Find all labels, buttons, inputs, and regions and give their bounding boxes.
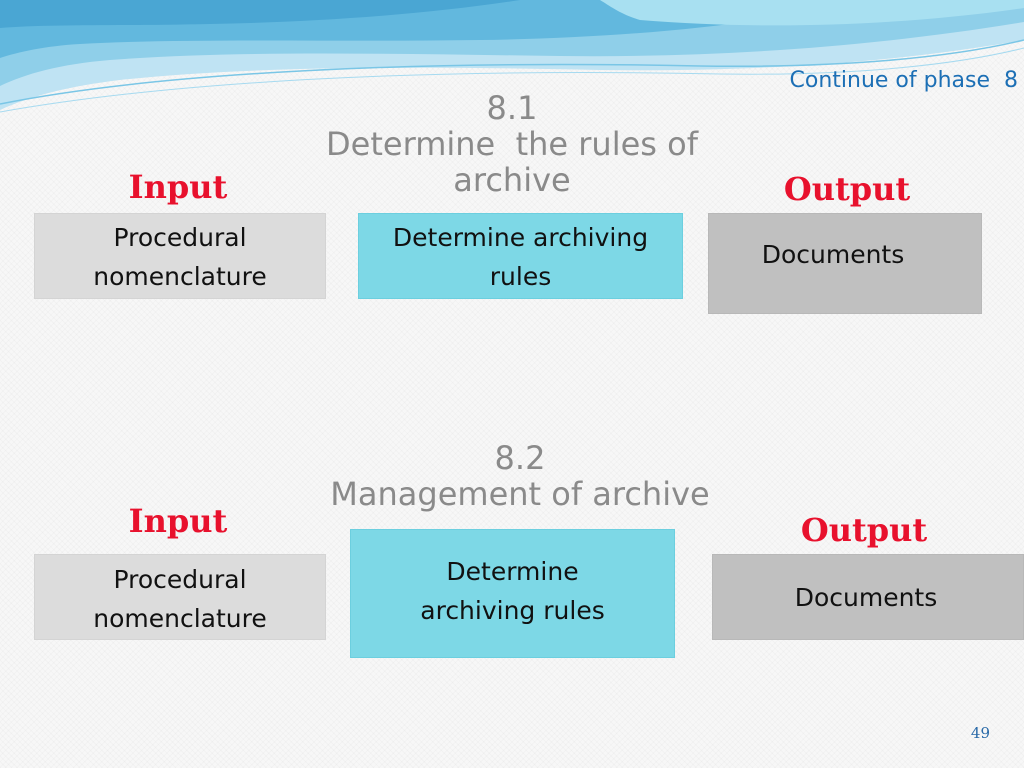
header-wave-decoration	[0, 0, 1024, 113]
output-label: Output	[800, 511, 928, 549]
box-text-line: Determine archiving	[392, 223, 649, 252]
page-number: 49	[970, 724, 990, 742]
box-text-line: archiving rules	[420, 596, 605, 625]
box-text-line: Procedural	[113, 565, 247, 594]
stage-title-line: Determine the rules of	[326, 125, 698, 163]
stage-number: 8.1	[486, 89, 538, 127]
box-text-line: Determine	[446, 557, 579, 586]
box-text-line: Procedural	[113, 223, 247, 252]
box-text-line: Documents	[794, 583, 938, 612]
output-box: Documents	[708, 213, 982, 314]
stage-title-line: archive	[453, 161, 571, 199]
stage-title-8-1: 8.1 Determine the rules of archive	[312, 90, 712, 198]
input-box: Procedural nomenclature	[34, 213, 326, 299]
input-label: Input	[128, 502, 228, 540]
box-text-line: Documents	[761, 240, 905, 269]
box-text-line: nomenclature	[93, 262, 267, 291]
stage-title-8-2: 8.2 Management of archive	[320, 440, 720, 512]
box-text-line: rules	[489, 262, 552, 291]
stage-title-line: Management of archive	[330, 475, 710, 513]
stage-number: 8.2	[494, 439, 546, 477]
output-label: Output	[783, 170, 911, 208]
phase-label: Continue of phase 8	[789, 68, 1019, 93]
input-box: Procedural nomenclature	[34, 554, 326, 640]
input-label: Input	[128, 168, 228, 206]
process-box: Determine archiving rules	[350, 529, 675, 658]
process-box: Determine archiving rules	[358, 213, 683, 299]
output-box: Documents	[712, 554, 1024, 640]
box-text-line: nomenclature	[93, 604, 267, 633]
